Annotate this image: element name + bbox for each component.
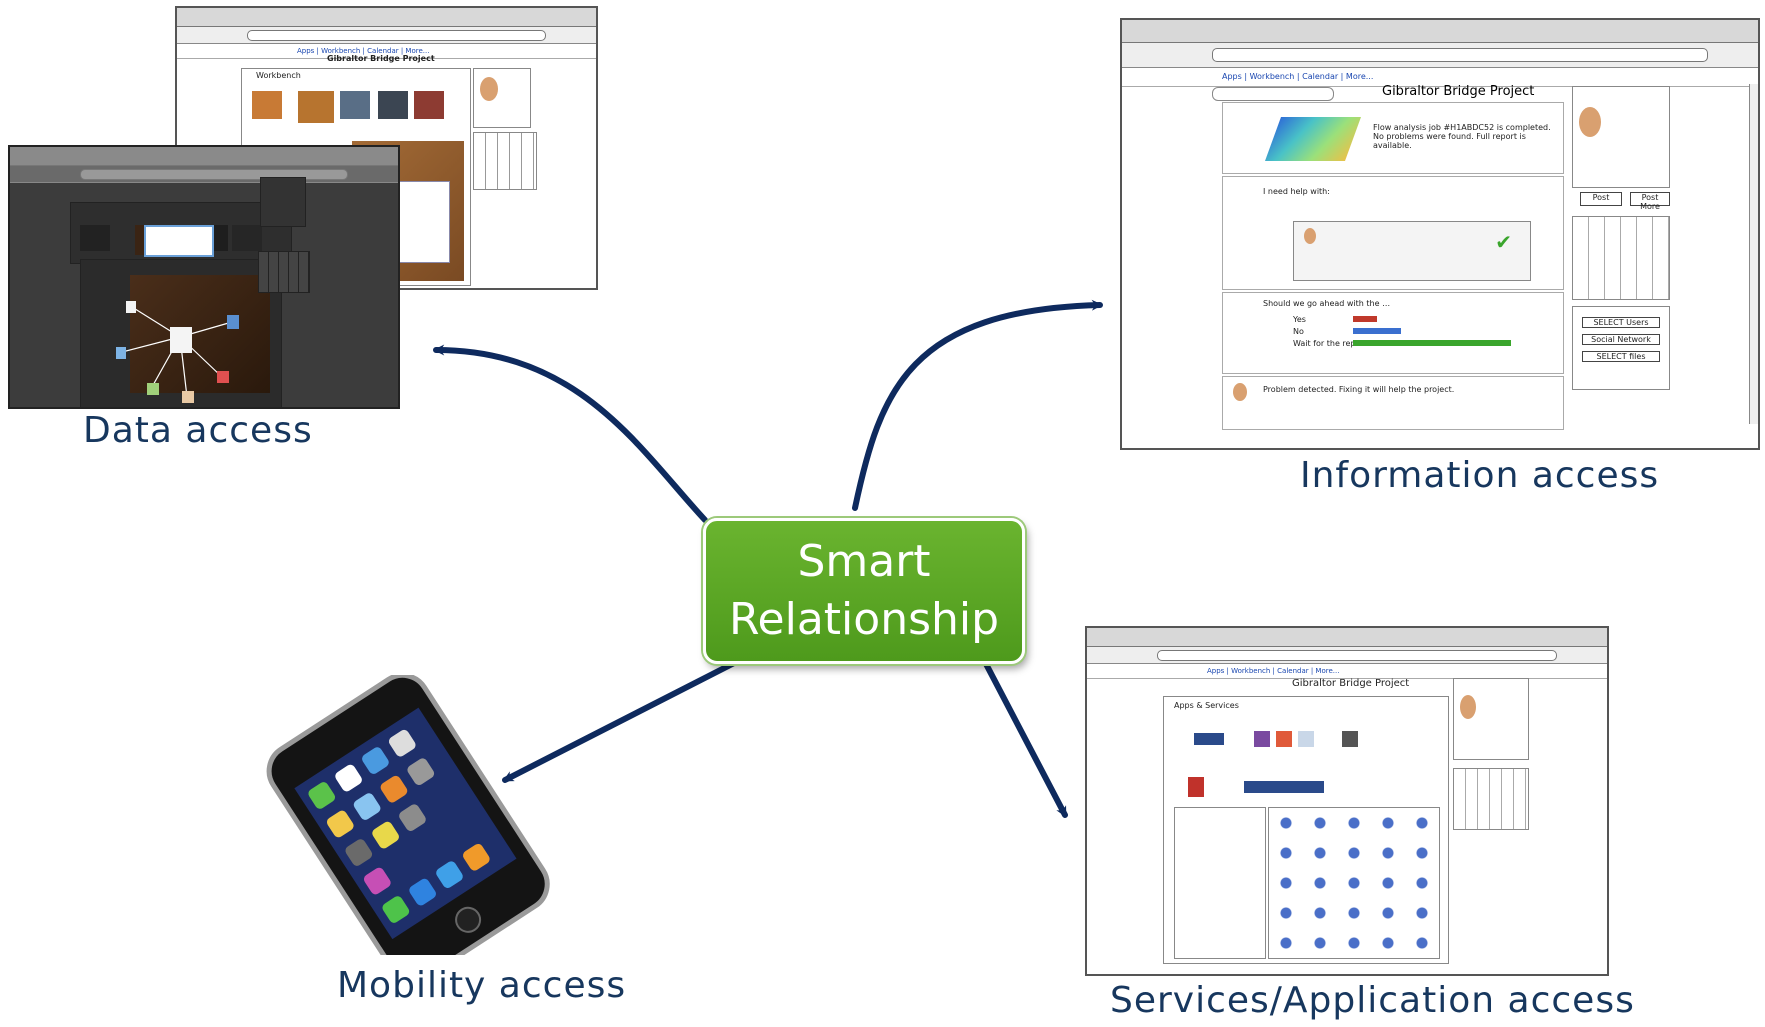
select-files-button[interactable]: SELECT files [1582, 351, 1660, 362]
poll-option[interactable]: Wait for the report [1293, 339, 1367, 348]
avatar-panel [260, 177, 306, 227]
hub-line-2: Relationship [728, 594, 1000, 645]
social-network-button[interactable]: Social Network [1582, 334, 1660, 345]
scrollbar[interactable] [1749, 84, 1758, 424]
poll-bar-no [1353, 328, 1401, 334]
assistant-panel [1453, 678, 1529, 760]
apps-services-label: Apps & Services [1174, 701, 1239, 710]
arrow-to-data-access [433, 344, 708, 523]
poll-bar-yes [1353, 316, 1377, 322]
hub-line-1: Smart [797, 536, 931, 587]
arrow-to-information-access [852, 299, 1103, 511]
post-text: Flow analysis job #H1ABDC52 is completed… [1373, 123, 1551, 150]
assistant-panel [1572, 86, 1670, 188]
workbench-window-front [8, 145, 400, 409]
post-card: I need help with: ✔ [1222, 176, 1564, 290]
smart-relationship-node: Smart Relationship [703, 518, 1025, 664]
search-input[interactable] [1212, 87, 1334, 101]
post-text: Problem detected. Fixing it will help th… [1263, 385, 1455, 394]
window-titlebar [177, 8, 596, 27]
avatar [1233, 383, 1247, 401]
page-title: Gibraltor Bridge Project [327, 54, 435, 63]
window-titlebar [1087, 628, 1607, 647]
page-title: Gibraltor Bridge Project [1292, 678, 1410, 689]
avatar [1460, 695, 1476, 719]
address-bar [177, 27, 596, 44]
page-title: Gibraltor Bridge Project [1382, 84, 1535, 99]
grid-panel [473, 132, 537, 190]
post-text: Should we go ahead with the … [1263, 299, 1391, 308]
apps-panel: Apps & Services [1163, 696, 1449, 964]
address-bar [10, 166, 398, 183]
arrow-to-mobility-access [502, 657, 743, 783]
post-card: Problem detected. Fixing it will help th… [1222, 376, 1564, 430]
caption-information-access: Information access [1300, 455, 1660, 496]
avatar [480, 77, 498, 101]
post-card: Flow analysis job #H1ABDC52 is completed… [1222, 102, 1564, 174]
arrow-to-services-access [982, 659, 1068, 818]
post-text: I need help with: [1263, 187, 1330, 196]
check-icon: ✔ [1495, 230, 1512, 254]
invite-panel: SELECT Users Social Network SELECT files [1572, 306, 1670, 390]
poll-bar-wait [1353, 340, 1511, 346]
poll-option[interactable]: Yes [1293, 315, 1306, 324]
smartphone-image [266, 675, 550, 955]
online-now-grid [1453, 768, 1529, 830]
menu-bar: Apps | Workbench | Calendar | More... [1087, 664, 1607, 679]
avatar [1579, 107, 1601, 137]
caption-services-access: Services/Application access [1110, 980, 1635, 1021]
menu-bar: Apps | Workbench | Calendar | More... [177, 44, 596, 59]
flow-analysis-image [1264, 117, 1362, 161]
mind-map [116, 301, 239, 403]
reply-box: ✔ [1293, 221, 1531, 281]
address-bar [1087, 647, 1607, 664]
window-titlebar [10, 147, 398, 166]
window-titlebar [1122, 20, 1758, 43]
avatar-panel [473, 68, 531, 128]
services-window: Apps | Workbench | Calendar | More... Gi… [1085, 626, 1609, 976]
avatar [1304, 228, 1316, 244]
poll-option[interactable]: No [1293, 327, 1304, 336]
app-grid [1268, 807, 1440, 959]
category-list [1174, 807, 1266, 959]
address-bar [1122, 43, 1758, 68]
caption-data-access: Data access [83, 410, 313, 451]
poll-card: Should we go ahead with the … Yes No Wai… [1222, 292, 1564, 374]
grid-panel [258, 251, 310, 293]
workbench-label: Workbench [256, 71, 301, 80]
online-now-grid [1572, 216, 1670, 300]
information-window: Apps | Workbench | Calendar | More... Gi… [1120, 18, 1760, 450]
tooltip-box [144, 225, 214, 257]
select-users-button[interactable]: SELECT Users [1582, 317, 1660, 328]
post-button[interactable]: Post [1580, 192, 1622, 206]
caption-mobility-access: Mobility access [337, 965, 627, 1006]
post-more-button[interactable]: Post More [1630, 192, 1670, 211]
menu-bar: Apps | Workbench | Calendar | More... [1122, 68, 1758, 87]
